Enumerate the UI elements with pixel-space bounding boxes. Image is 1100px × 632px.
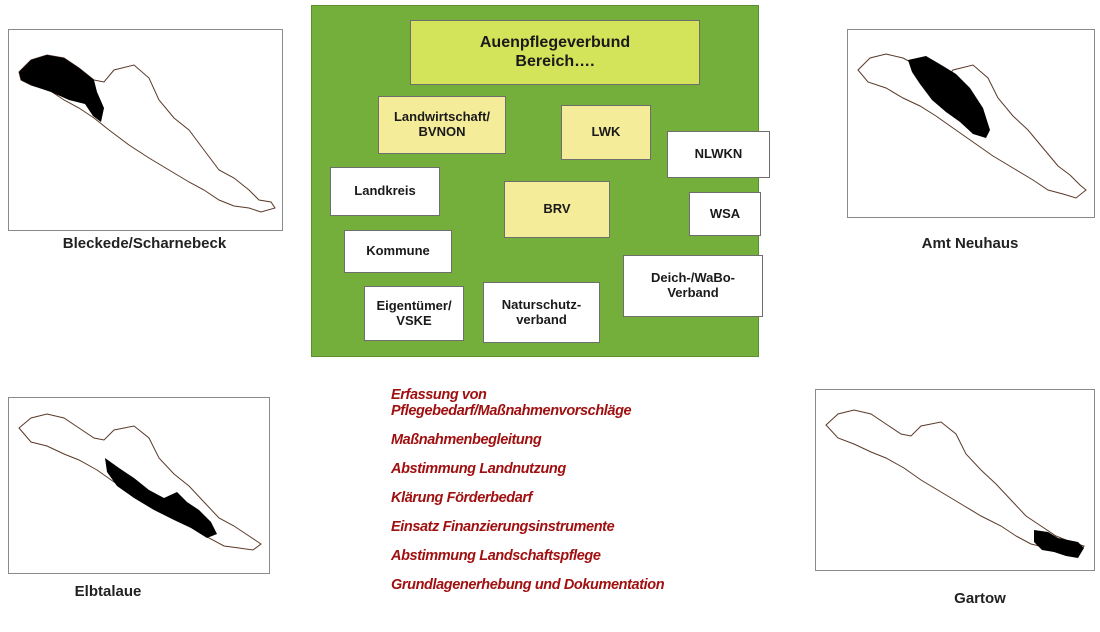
task-item: Abstimmung Landschaftspflege xyxy=(391,548,601,564)
region-outline-gartow xyxy=(825,409,1085,558)
region-outline-neuhaus xyxy=(857,53,1087,199)
auenpflegeverbund-panel: Auenpflegeverbund Bereich…. Landwirtscha… xyxy=(311,5,770,357)
task-item: Maßnahmenbegleitung xyxy=(391,432,542,448)
box-lwk: LWK xyxy=(561,105,651,160)
box-brv: BRV xyxy=(504,181,610,238)
task-item: Einsatz Finanzierungsinstrumente xyxy=(391,519,615,535)
map-label-elbtalaue: Elbtalaue xyxy=(74,583,142,600)
box-deich-wabo-verband: Deich-/WaBo- Verband xyxy=(623,255,763,317)
map-gartow xyxy=(815,389,1095,571)
task-item: Klärung Förderbedarf xyxy=(391,490,533,506)
map-elbtalaue xyxy=(8,397,270,574)
box-auenpflegeverbund: Auenpflegeverbund Bereich…. xyxy=(410,20,700,85)
map-label-gartow: Gartow xyxy=(954,590,1006,607)
map-label-neuhaus: Amt Neuhaus xyxy=(921,235,1019,252)
task-item: Grundlagenerhebung und Dokumentation xyxy=(391,577,665,593)
task-item: Erfassung von Pflegebedarf/Maßnahmenvors… xyxy=(391,387,632,419)
region-outline-elbtalaue xyxy=(18,413,262,551)
map-label-bleckede: Bleckede/Scharnebeck xyxy=(62,235,227,252)
region-outline-bleckede xyxy=(18,54,276,213)
box-nlwkn: NLWKN xyxy=(667,131,770,178)
box-wsa: WSA xyxy=(689,192,761,236)
box-landkreis: Landkreis xyxy=(330,167,440,216)
task-list: Erfassung von Pflegebedarf/Maßnahmenvors… xyxy=(391,387,791,606)
map-bleckede-scharnebeck xyxy=(8,29,283,231)
map-amt-neuhaus xyxy=(847,29,1095,218)
task-item: Abstimmung Landnutzung xyxy=(391,461,566,477)
box-eigentuemer: Eigentümer/ VSKE xyxy=(364,286,464,341)
box-naturschutzverband: Naturschutz- verband xyxy=(483,282,600,343)
box-kommune: Kommune xyxy=(344,230,452,273)
box-landwirtschaft: Landwirtschaft/ BVNON xyxy=(378,96,506,154)
